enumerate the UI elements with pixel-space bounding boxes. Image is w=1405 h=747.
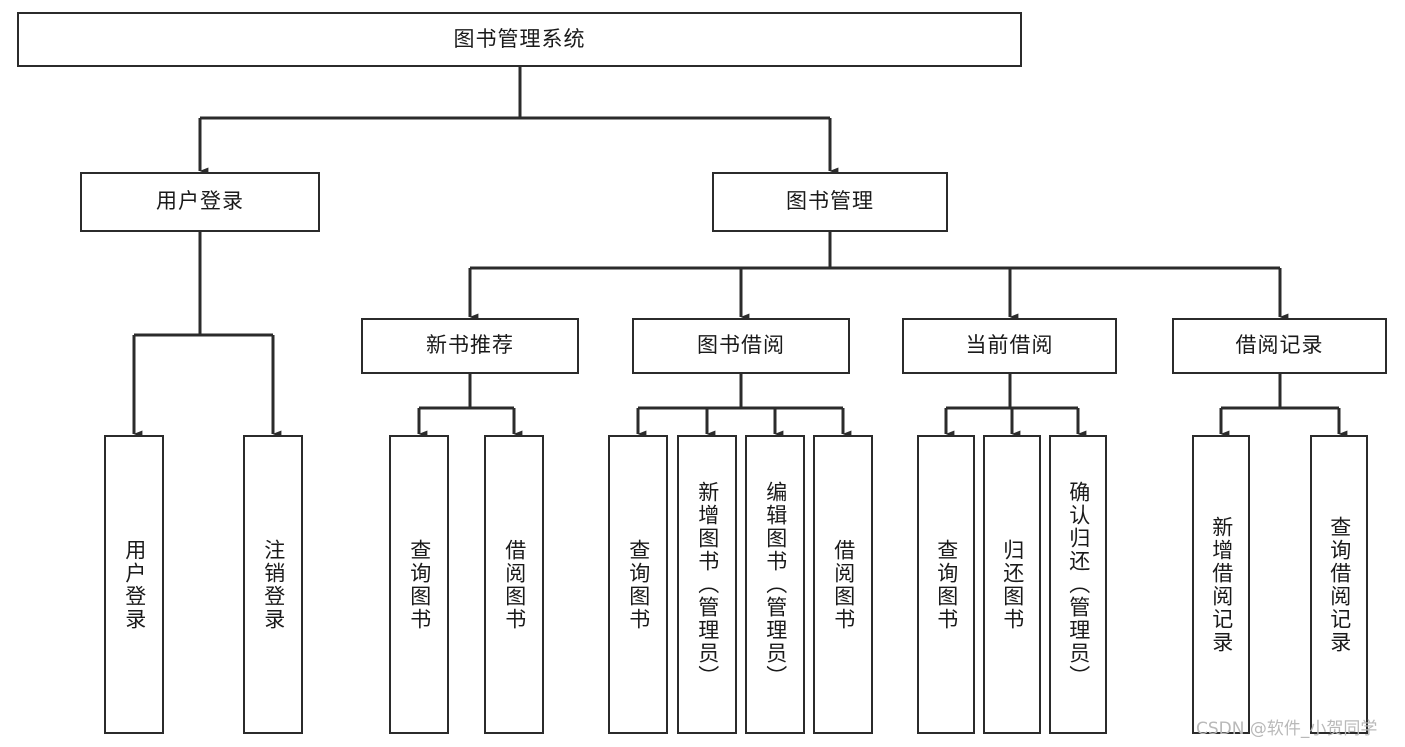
node-label-leaf-borrow-book-2: 借阅图书 — [831, 538, 856, 631]
node-leaf-query-book-1[interactable]: 查询图书 — [389, 435, 449, 734]
node-leaf-confirm-ret[interactable]: 确认归还（管理员） — [1049, 435, 1107, 734]
node-label-user-login: 用户登录 — [156, 189, 244, 214]
node-label-leaf-query-book-1: 查询图书 — [407, 538, 432, 631]
node-label-book-borrow: 图书借阅 — [697, 333, 785, 358]
node-label-leaf-query-record: 查询借阅记录 — [1327, 515, 1352, 654]
node-book-manage[interactable]: 图书管理 — [712, 172, 948, 232]
node-label-leaf-user-logout: 注销登录 — [261, 538, 286, 631]
node-leaf-add-record[interactable]: 新增借阅记录 — [1192, 435, 1250, 734]
node-label-new-book-rec: 新书推荐 — [426, 333, 514, 358]
watermark-label: CSDN @软件_小贺同学 — [1196, 719, 1378, 739]
node-leaf-return-book[interactable]: 归还图书 — [983, 435, 1041, 734]
node-label-leaf-borrow-book-1: 借阅图书 — [502, 538, 527, 631]
node-label-leaf-edit-book: 编辑图书（管理员） — [763, 481, 788, 688]
node-label-leaf-query-book-2: 查询图书 — [626, 538, 651, 631]
node-label-leaf-query-book-3: 查询图书 — [934, 538, 959, 631]
node-book-borrow[interactable]: 图书借阅 — [632, 318, 850, 374]
node-leaf-add-book[interactable]: 新增图书（管理员） — [677, 435, 737, 734]
node-current-borrow[interactable]: 当前借阅 — [902, 318, 1117, 374]
node-label-borrow-record: 借阅记录 — [1235, 333, 1324, 358]
node-borrow-record[interactable]: 借阅记录 — [1172, 318, 1387, 374]
node-leaf-borrow-book-2[interactable]: 借阅图书 — [813, 435, 873, 734]
node-leaf-borrow-book-1[interactable]: 借阅图书 — [484, 435, 544, 734]
node-leaf-query-record[interactable]: 查询借阅记录 — [1310, 435, 1368, 734]
node-label-leaf-add-book: 新增图书（管理员） — [695, 481, 720, 688]
node-label-leaf-confirm-ret: 确认归还（管理员） — [1066, 481, 1091, 688]
node-leaf-query-book-3[interactable]: 查询图书 — [917, 435, 975, 734]
node-root[interactable]: 图书管理系统 — [17, 12, 1022, 67]
node-leaf-edit-book[interactable]: 编辑图书（管理员） — [745, 435, 805, 734]
node-label-leaf-user-login: 用户登录 — [122, 538, 147, 631]
node-new-book-rec[interactable]: 新书推荐 — [361, 318, 579, 374]
node-label-leaf-return-book: 归还图书 — [1000, 538, 1025, 631]
node-user-login[interactable]: 用户登录 — [80, 172, 320, 232]
node-label-book-manage: 图书管理 — [786, 189, 874, 214]
node-leaf-user-logout[interactable]: 注销登录 — [243, 435, 303, 734]
node-leaf-query-book-2[interactable]: 查询图书 — [608, 435, 668, 734]
node-label-root: 图书管理系统 — [453, 26, 586, 51]
node-label-leaf-add-record: 新增借阅记录 — [1209, 515, 1234, 654]
node-leaf-user-login[interactable]: 用户登录 — [104, 435, 164, 734]
node-label-current-borrow: 当前借阅 — [965, 333, 1054, 358]
